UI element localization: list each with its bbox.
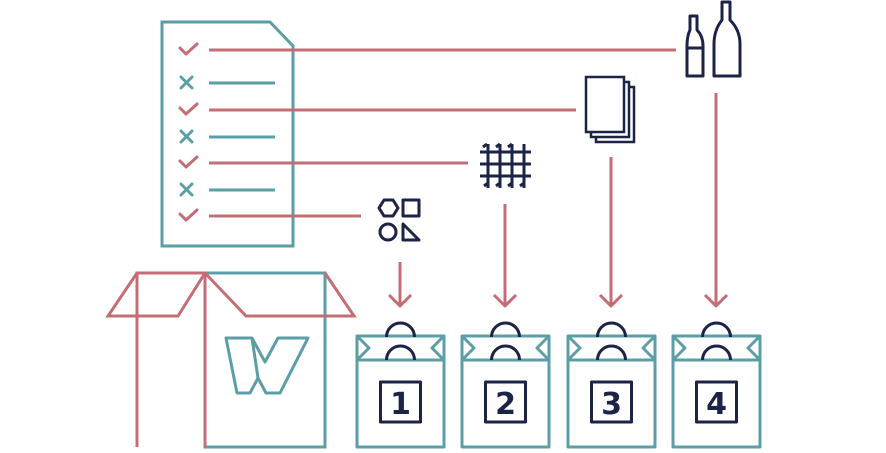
box-left-panel (135, 271, 207, 447)
arrows (387, 93, 729, 308)
bag-right-gusset (641, 334, 657, 362)
bag-handle-back (596, 321, 627, 338)
checklist-row-7 (178, 208, 361, 222)
bag-body (671, 334, 762, 449)
box-left-flap (105, 272, 207, 318)
checklist-row-4 (179, 129, 275, 144)
bag-number-label: 1 (390, 387, 411, 422)
bag-3: 3 (566, 321, 657, 449)
document-outline (160, 20, 295, 248)
w-logo-icon (224, 336, 310, 395)
bag-handle-front (701, 344, 732, 361)
mesh-icon (480, 142, 531, 188)
check-icon (178, 102, 199, 116)
bag-left-gusset (671, 334, 687, 362)
checklist-row-2 (179, 75, 275, 90)
arrow-to-bag-1 (387, 262, 413, 308)
checklist-row-3 (178, 102, 576, 116)
bag-body (460, 334, 551, 449)
bag-2: 2 (460, 321, 551, 449)
box-right-flap (203, 271, 357, 318)
arrow-to-bag-2 (492, 204, 518, 308)
bag-right-gusset (746, 334, 762, 362)
document-checklist-icon (160, 20, 295, 248)
bag-left-gusset (566, 334, 582, 362)
bag-number-box (484, 380, 527, 424)
shapes-icon (377, 198, 421, 242)
large-bottle (712, 0, 742, 78)
bag-number-box (590, 380, 633, 424)
bag-body (355, 334, 446, 449)
small-bottle (685, 14, 705, 78)
circle-shape (378, 222, 398, 242)
bag-1: 1 (355, 321, 446, 449)
bag-handle-front (596, 344, 627, 361)
bag-left-gusset (460, 334, 476, 362)
paper-front (584, 75, 626, 134)
hexagon-shape (377, 198, 400, 218)
bag-left-gusset (355, 334, 371, 362)
bag-number-box (379, 380, 422, 424)
cross-icon (179, 129, 194, 144)
arrow-to-bag-3 (598, 157, 624, 308)
bag-handle-front (490, 344, 521, 361)
bag-handle-back (385, 321, 416, 338)
cross-icon (179, 182, 194, 197)
bag-number-label: 4 (706, 387, 727, 422)
check-icon (178, 208, 199, 222)
check-icon (178, 42, 199, 56)
bag-handle-back (701, 321, 732, 338)
triangle-shape (401, 222, 421, 242)
square-shape (401, 198, 421, 218)
bag-right-gusset (535, 334, 551, 362)
arrow-to-bag-4 (703, 93, 729, 308)
bag-handle-back (490, 321, 521, 338)
cross-icon (179, 75, 194, 90)
bags: 1 2 3 4 (355, 321, 762, 449)
paper-stack-icon (584, 75, 636, 144)
bag-4: 4 (671, 321, 762, 449)
bag-number-label: 3 (601, 387, 622, 422)
bag-handle-front (385, 344, 416, 361)
open-box-icon (105, 271, 357, 449)
check-icon (178, 155, 199, 169)
bag-right-gusset (430, 334, 446, 362)
bag-body (566, 334, 657, 449)
checklist-row-6 (179, 182, 275, 197)
bag-number-label: 2 (495, 387, 516, 422)
bottles-icon (685, 0, 742, 78)
checklist-row-5 (178, 155, 468, 169)
checklist-rows (178, 42, 676, 222)
w-logo-inner (250, 337, 260, 379)
bag-number-box (695, 380, 738, 424)
checklist-row-1 (178, 42, 676, 56)
